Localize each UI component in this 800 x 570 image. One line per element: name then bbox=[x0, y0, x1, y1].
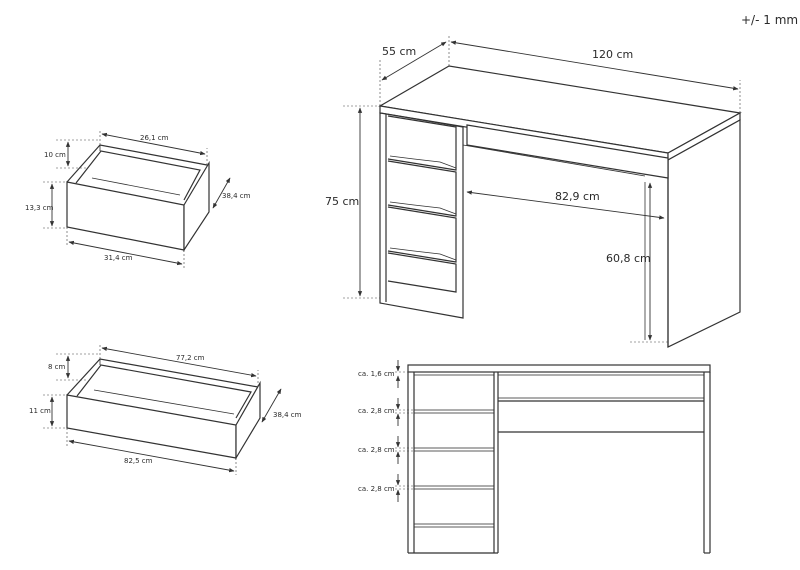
pedestal-drawers bbox=[387, 115, 457, 293]
knee-width-label: 82,9 cm bbox=[555, 190, 600, 203]
desk-height-label: 75 cm bbox=[325, 195, 359, 208]
small-drawer-front-width: 31,4 cm bbox=[104, 254, 133, 262]
small-drawer-front-height: 13,3 cm bbox=[25, 204, 54, 212]
small-drawer-view: 26,1 cm 10 cm 13,3 cm 38,4 cm 31,4 cm bbox=[25, 129, 251, 268]
gap-label-3: ca. 2,8 cm bbox=[358, 446, 395, 454]
gap-label-2: ca. 2,8 cm bbox=[358, 407, 395, 415]
knee-height-label: 60,8 cm bbox=[606, 252, 651, 265]
desk-isometric-view: 55 cm 120 cm 75 cm 82,9 cm 60,8 cm bbox=[325, 36, 742, 348]
desk-depth-label: 55 cm bbox=[382, 45, 416, 58]
desk-right-side-panel bbox=[667, 118, 741, 348]
large-drawer-inner-height: 8 cm bbox=[48, 363, 66, 371]
large-drawer-front-width: 82,5 cm bbox=[124, 457, 153, 465]
drawer-pedestal bbox=[379, 112, 464, 319]
small-drawer-inner-width: 26,1 cm bbox=[140, 134, 169, 142]
large-drawer-depth: 38,4 cm bbox=[273, 411, 302, 419]
desk-width-label: 120 cm bbox=[592, 48, 633, 61]
tolerance-label: +/- 1 mm bbox=[741, 13, 798, 27]
small-drawer-inner-height: 10 cm bbox=[44, 151, 66, 159]
gap-label-4: ca. 2,8 cm bbox=[358, 485, 395, 493]
large-drawer-front-height: 11 cm bbox=[29, 407, 51, 415]
desk-front-view: ca. 1,6 cm ca. 2,8 cm ca. 2,8 cm ca. 2,8… bbox=[358, 360, 711, 554]
apron-drawer bbox=[466, 124, 669, 179]
small-drawer-depth: 38,4 cm bbox=[222, 192, 251, 200]
large-drawer-front bbox=[66, 394, 237, 459]
front-view-apron-drawer bbox=[497, 374, 705, 399]
large-drawer-inner-width: 77,2 cm bbox=[176, 354, 205, 362]
large-drawer-view: 77,2 cm 8 cm 11 cm 38,4 cm 82,5 cm bbox=[29, 343, 302, 475]
gap-label-1: ca. 1,6 cm bbox=[358, 370, 395, 378]
front-view-top bbox=[407, 364, 711, 373]
front-view-pedestal-drawers bbox=[413, 374, 495, 554]
